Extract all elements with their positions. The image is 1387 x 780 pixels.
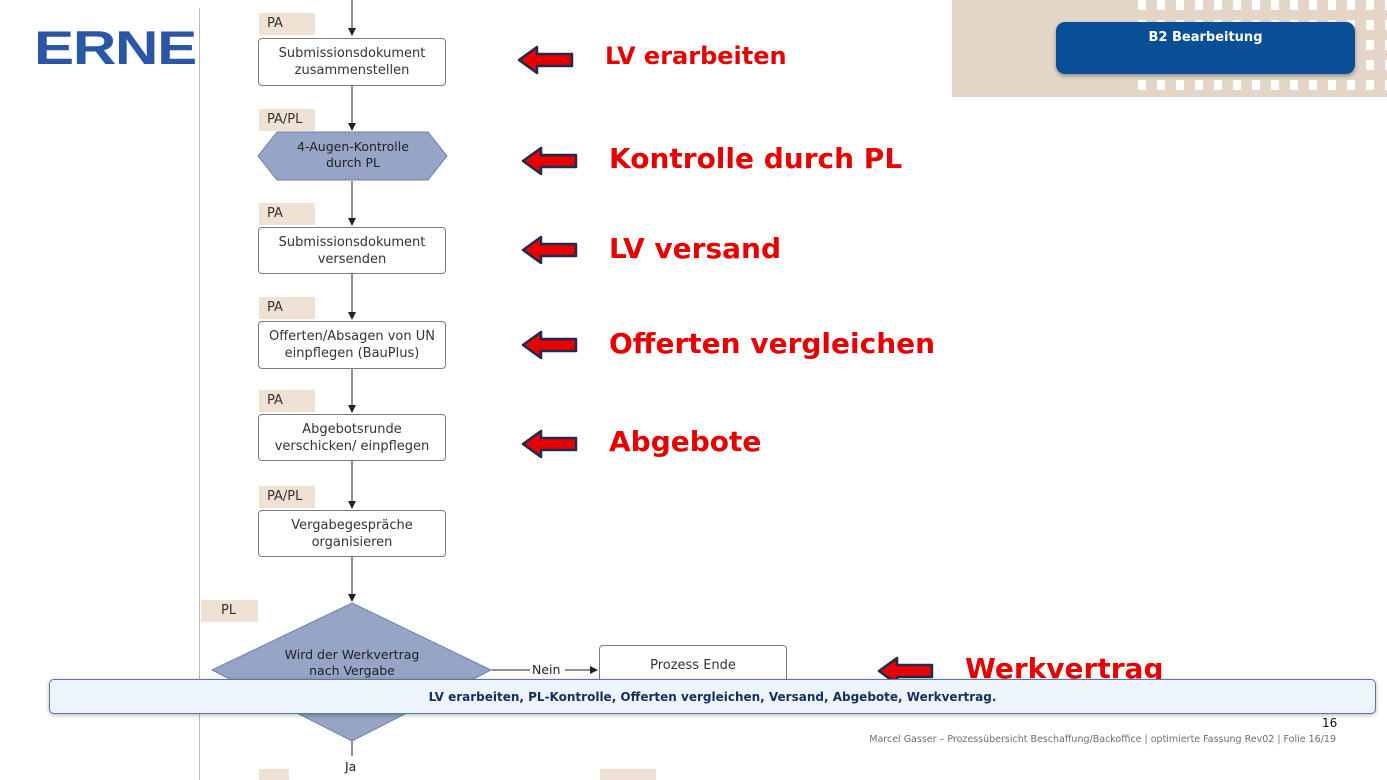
step-four-eyes-check: 4-Augen-Kontrolle durch PL [297,139,409,170]
erne-logo: ERNE [34,21,197,74]
left-arrow-icon [521,330,578,360]
role-tag [259,769,289,780]
step-bid-round: Abgebotsrunde verschicken/ einpflegen [258,414,446,461]
role-tag: PA [259,203,315,225]
decision-contract-question: Wird der Werkvertrag nach Vergabe [284,647,420,678]
left-arrow-icon [517,45,574,75]
role-tag: PA/PL [259,109,315,131]
role-tag: PA/PL [259,486,315,508]
decision-diamond-shape [210,602,493,742]
annotation-offerten: Offerten vergleichen [609,327,936,360]
annotation-kontrolle: Kontrolle durch PL [609,142,903,175]
role-tag [600,769,656,780]
footer-text: Marcel Gasser – Prozessübersicht Beschaf… [869,734,1336,745]
section-badge: B2 Bearbeitung [1056,22,1355,74]
annotation-lv-erarbeiten: LV erarbeiten [605,42,787,70]
annotation-abgebote: Abgebote [609,425,762,458]
left-arrow-icon [521,429,578,459]
control-hexagon-shape [257,131,448,181]
summary-bar: LV erarbeiten, PL-Kontrolle, Offerten ve… [49,679,1376,714]
role-tag: PA [259,13,315,35]
annotation-werkvertrag: Werkvertrag [965,652,1164,685]
step-process-end: Prozess Ende [599,645,787,685]
step-offers-enter: Offerten/Absagen von UN einpflegen (BauP… [258,321,446,369]
annotation-lv-versand: LV versand [609,232,781,265]
branch-no-label: Nein [530,662,563,677]
role-tag: PA [259,390,315,412]
branch-yes-label: Ja [345,759,357,774]
divider-line [199,8,200,780]
step-submission-compile: Submissionsdokument zusammenstellen [258,38,446,86]
step-submission-send: Submissionsdokument versenden [258,227,446,274]
left-arrow-icon [521,146,578,176]
role-tag: PA [259,297,315,319]
step-award-talks: Vergabegespräche organisieren [258,510,446,557]
role-tag: PL [201,600,258,622]
page-number: 16 [1322,716,1338,730]
left-arrow-icon [521,235,578,265]
